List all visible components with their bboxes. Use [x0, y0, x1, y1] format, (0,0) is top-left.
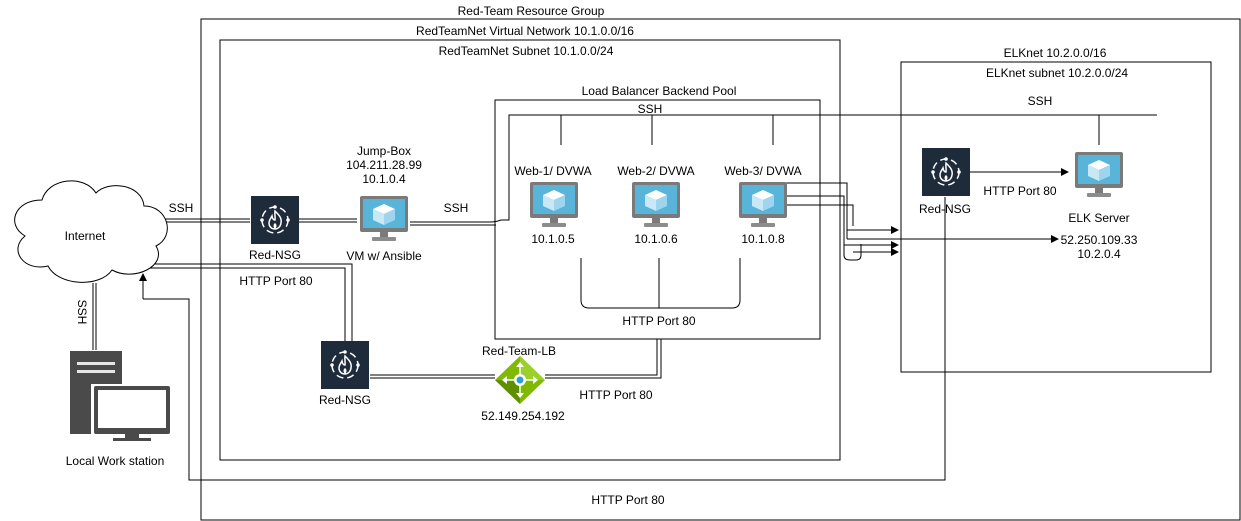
nsg-top-label: Red-NSG [249, 248, 301, 262]
edge-http-pool-loop [580, 258, 741, 309]
edge-jumpbox-ssh-bus [410, 114, 1157, 223]
backend-pool-label: Load Balancer Backend Pool [582, 84, 737, 98]
edge-internet-nsg-http [150, 263, 353, 368]
lb-name: Red-Team-LB [482, 344, 556, 358]
firewall-icon [921, 147, 971, 197]
http-nsg-label: HTTP Port 80 [239, 274, 312, 288]
resource-group-label: Red-Team Resource Group [458, 4, 605, 18]
virtual-machine-icon [632, 182, 680, 227]
web1-ip: 10.1.0.5 [531, 232, 575, 246]
edge-web3-elk-c [786, 204, 854, 226]
elknet-box [900, 61, 1212, 373]
firewall-icon [250, 195, 300, 245]
edge-lb-pool-2 [545, 339, 662, 379]
resource-group-box [200, 18, 1241, 521]
web3-name: Web-3/ DVWA [724, 164, 801, 178]
virtual-machine-icon [360, 196, 408, 241]
edge-web3-elk-b [786, 195, 862, 261]
http-lb-label: HTTP Port 80 [579, 388, 652, 402]
ssh-workstation-label: SSH [75, 300, 89, 325]
http-pool-label: HTTP Port 80 [622, 314, 695, 328]
elk-public-ip: 52.250.109.33 [1061, 233, 1138, 247]
web1-name: Web-1/ DVWA [514, 164, 591, 178]
firewall-icon [320, 340, 370, 390]
virtual-machine-icon [739, 182, 787, 227]
elk-name: ELK Server [1068, 211, 1129, 225]
nsg-elk-label: Red-NSG [919, 202, 971, 216]
edge-lb-pool [545, 339, 658, 376]
internet-label: Internet [65, 229, 106, 243]
lb-ip: 52.149.254.192 [481, 409, 565, 423]
web3-ip: 10.1.0.8 [741, 232, 785, 246]
vnet-label: RedTeamNet Virtual Network 10.1.0.0/16 [416, 24, 634, 38]
workstation-icon [70, 351, 171, 441]
jumpbox-public-ip: 104.211.28.99 [346, 158, 422, 172]
ssh-elk-label: SSH [1028, 94, 1053, 108]
virtual-machine-icon [1075, 152, 1123, 197]
ssh-pool-label: SSH [638, 102, 663, 116]
web2-name: Web-2/ DVWA [617, 164, 694, 178]
elk-subnet-label: ELKnet subnet 10.2.0.0/24 [986, 66, 1128, 80]
elk-private-ip: 10.2.0.4 [1077, 247, 1121, 261]
edge-web3-elk-a [786, 182, 848, 239]
elknet-label: ELKnet 10.2.0.0/16 [1004, 46, 1107, 60]
jumpbox-name: Jump-Box [357, 144, 411, 158]
virtual-machine-icon [530, 182, 578, 227]
jumpbox-caption: VM w/ Ansible [346, 249, 422, 263]
workstation-label: Local Work station [66, 454, 165, 468]
load-balancer-icon [495, 356, 545, 404]
subnet-box [219, 39, 841, 461]
ssh-jumpbox-label: SSH [444, 201, 469, 215]
cloud-icon [14, 180, 168, 283]
nsg-bottom-label: Red-NSG [319, 393, 371, 407]
http-bottom-label: HTTP Port 80 [591, 493, 664, 507]
subnet-label: RedTeamNet Subnet 10.1.0.0/24 [439, 44, 614, 58]
edge-http-outer-loop [143, 197, 946, 481]
jumpbox-private-ip: 10.1.0.4 [362, 172, 406, 186]
web2-ip: 10.1.0.6 [634, 232, 678, 246]
http-elk-label: HTTP Port 80 [983, 184, 1056, 198]
edge-internet-nsg-http-2 [150, 267, 346, 368]
ssh-internet-label: SSH [169, 201, 194, 215]
